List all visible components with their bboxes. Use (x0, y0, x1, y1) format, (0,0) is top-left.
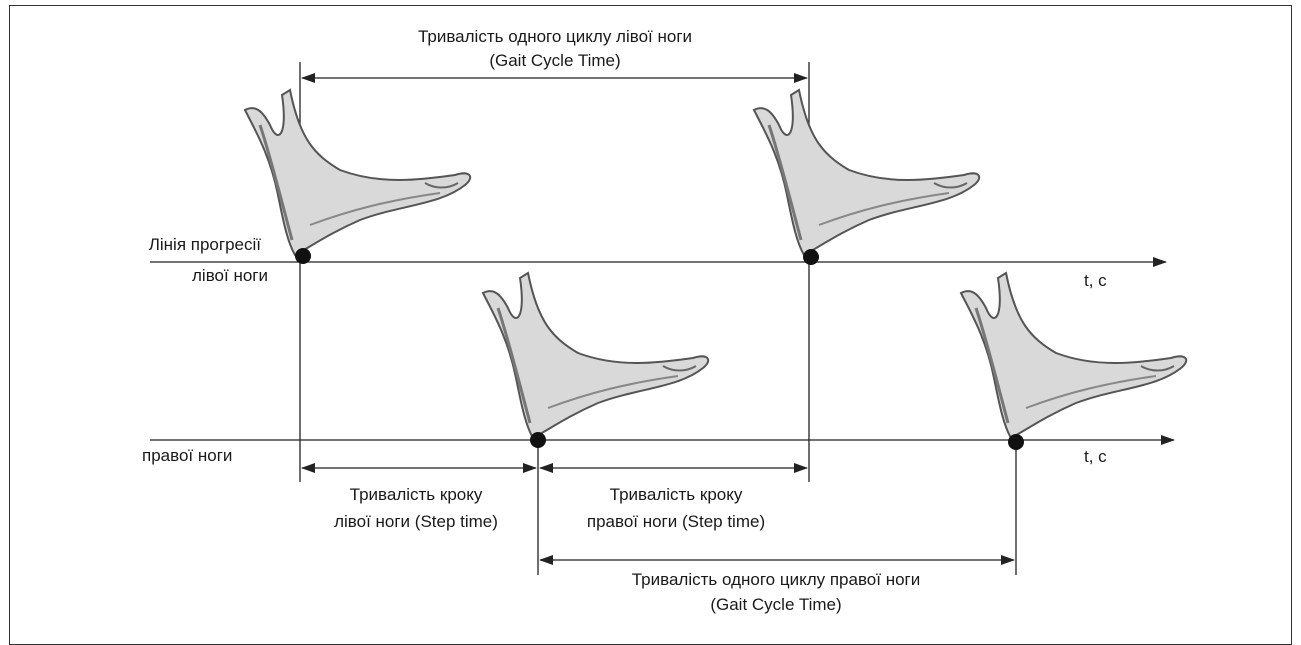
right-line-label: правої ноги (142, 446, 232, 465)
right-step-label-line1: Тривалість кроку (610, 485, 743, 504)
right-axis-label: t, c (1084, 447, 1107, 466)
right-step-label-line2: правої ноги (Step time) (587, 512, 765, 531)
left-heel-strike-dot-1 (295, 248, 311, 264)
left-foot-icon-1 (245, 90, 470, 255)
right-heel-strike-dot-2 (1008, 434, 1024, 450)
gait-diagram: Тривалість одного циклу лівої ноги (Gait… (0, 0, 1301, 617)
right-cycle-label-line2: (Gait Cycle Time) (710, 595, 841, 614)
left-cycle-label-line1: Тривалість одного циклу лівої ноги (418, 27, 692, 46)
right-heel-strike-dot-1 (530, 432, 546, 448)
right-foot-icon-2 (961, 273, 1186, 438)
left-foot-icon-2 (754, 90, 979, 255)
left-step-label-line1: Тривалість кроку (350, 485, 483, 504)
right-cycle-label-line1: Тривалість одного циклу правої ноги (632, 570, 921, 589)
left-step-label-line2: лівої ноги (Step time) (334, 512, 498, 531)
right-foot-icon-1 (483, 273, 708, 438)
left-cycle-label-line2: (Gait Cycle Time) (489, 51, 620, 70)
left-axis-label: t, c (1084, 271, 1107, 290)
left-line-label-2: лівої ноги (192, 266, 268, 285)
left-heel-strike-dot-2 (803, 249, 819, 265)
left-line-label-1: Лінія прогресії (149, 235, 262, 254)
